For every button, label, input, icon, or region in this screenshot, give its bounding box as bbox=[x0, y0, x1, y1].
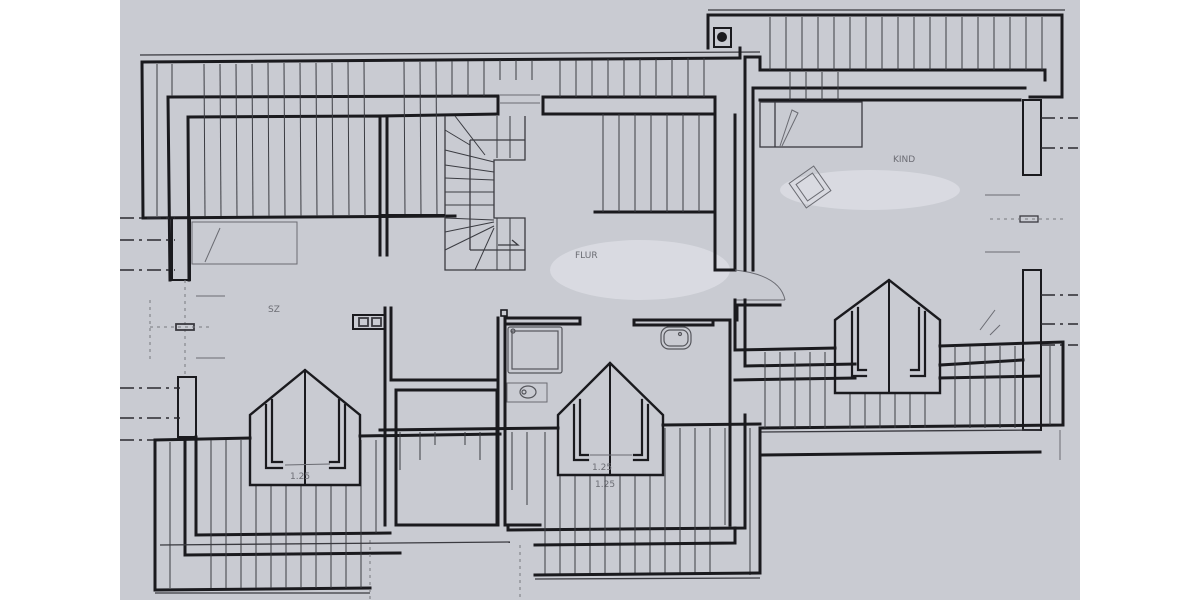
chimney-icon bbox=[717, 32, 727, 42]
dimension-label: 1.25 bbox=[592, 463, 612, 473]
dormer-middle: 1.25 1.25 bbox=[556, 361, 665, 490]
glare bbox=[550, 240, 730, 300]
corridor-walls bbox=[541, 58, 786, 301]
room-label-right: KIND bbox=[893, 155, 915, 165]
roof-lower-right bbox=[733, 269, 1078, 460]
roof-top-right: KIND bbox=[706, 9, 1078, 272]
dormer-left: 1.25 bbox=[248, 368, 362, 487]
room-label-hall: FLUR bbox=[575, 251, 598, 261]
toilet bbox=[506, 382, 548, 403]
skylight-icon bbox=[788, 165, 832, 209]
central-rooms: 1.25 1.25 FLUR bbox=[159, 94, 782, 600]
room-label-left: SZ bbox=[268, 305, 280, 315]
dormer-right bbox=[833, 278, 942, 395]
roof-top-left bbox=[120, 51, 761, 282]
roof-lower-left: SZ 1.25 bbox=[120, 280, 502, 600]
shower-tray bbox=[507, 326, 563, 374]
spiral-staircase bbox=[379, 115, 526, 271]
window-marker bbox=[1019, 215, 1039, 223]
dimension-label: 1.25 bbox=[290, 472, 310, 482]
glare bbox=[780, 170, 960, 210]
washbasin bbox=[660, 326, 692, 350]
roof-hatching bbox=[156, 60, 533, 217]
